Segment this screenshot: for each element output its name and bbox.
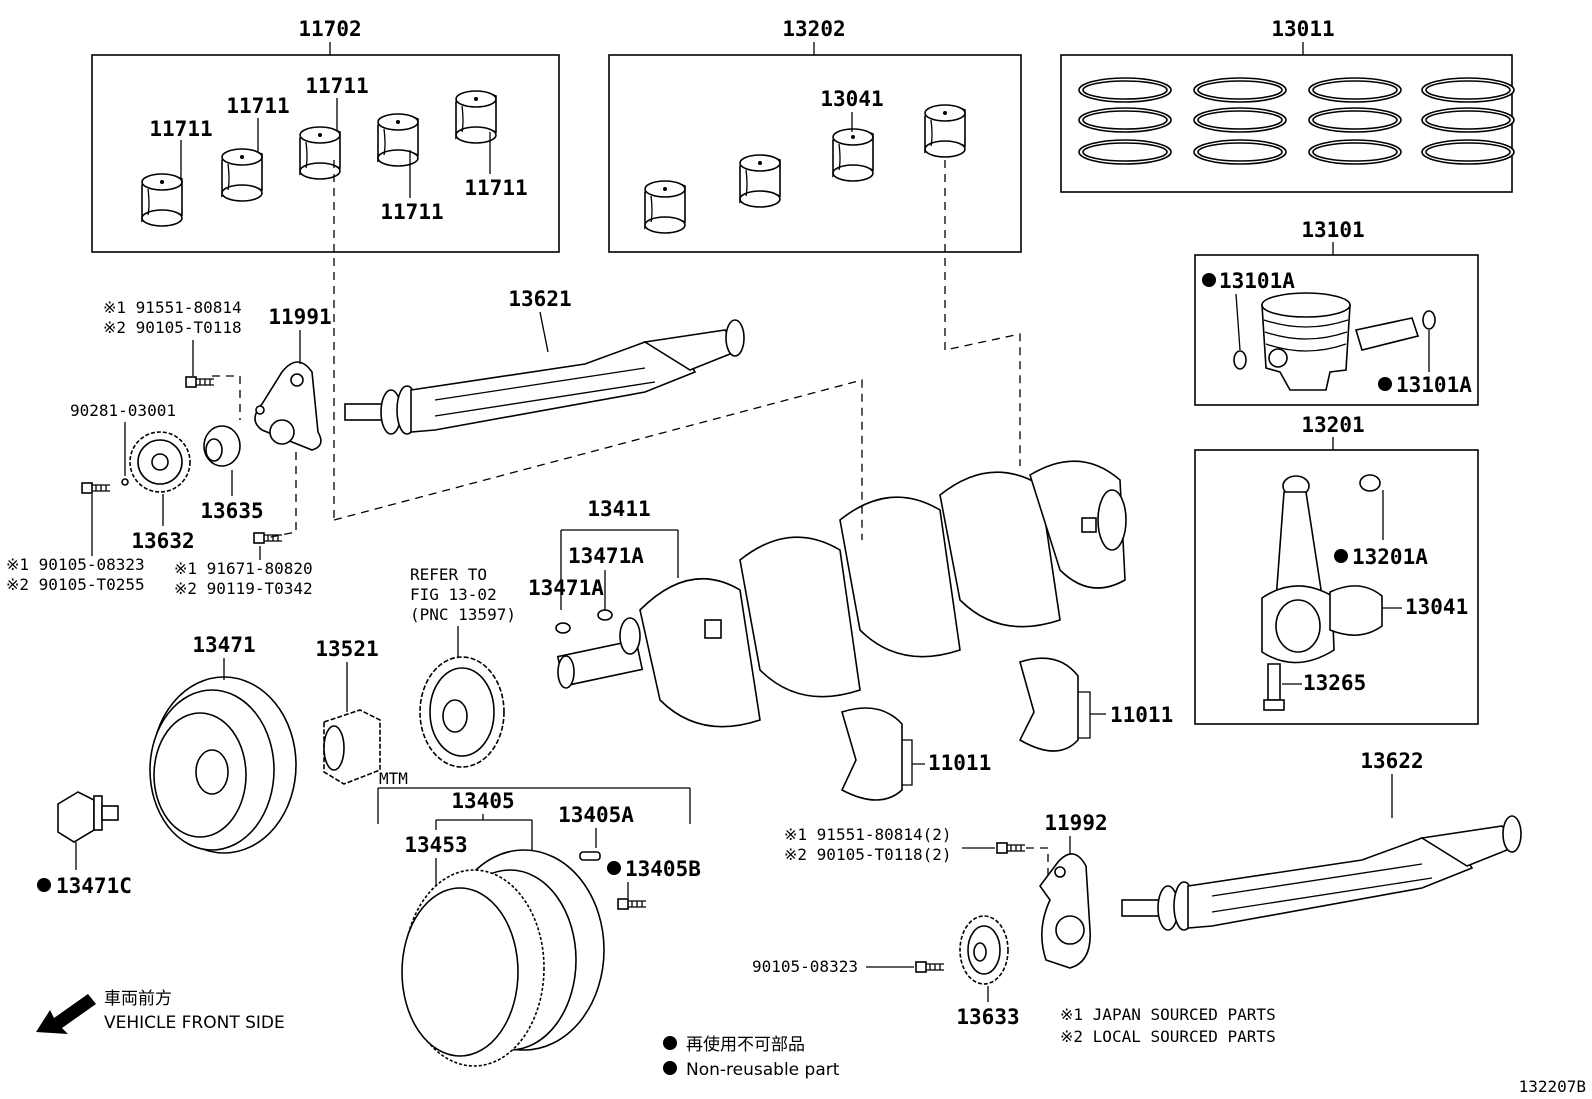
figure-id: 132207B — [1519, 1077, 1586, 1096]
key-icon — [597, 609, 613, 621]
nonreuse-dot — [1202, 273, 1216, 287]
part-label-13405b: 13405B — [625, 857, 701, 881]
nonreuse-dot — [663, 1036, 677, 1050]
piston-sub-box — [1194, 254, 1479, 406]
part-label-11711-c: 11711 — [305, 74, 368, 98]
bolt-note-plate2-local: ※2 90105-T0118(2) — [784, 845, 952, 864]
pulley-bolt-icon — [57, 791, 119, 843]
group-label-13411: 13411 — [587, 497, 650, 521]
bolt-note-plate1-local: ※2 90105-T0118 — [103, 318, 242, 337]
part-label-11711-d: 11711 — [380, 200, 443, 224]
group-label-13405: 13405 — [451, 789, 514, 813]
nonreuse-legend-jp: 再使用不可部品 — [686, 1034, 805, 1055]
connecting-rod-icon — [1261, 474, 1383, 711]
refer-note-line-1: REFER TO — [410, 565, 487, 584]
part-label-13041-side: 13041 — [1405, 595, 1468, 619]
gear-icon — [959, 915, 1009, 985]
group-label-mtm: MTM — [379, 769, 408, 788]
cover-plate-icon — [254, 361, 322, 451]
part-label-13621: 13621 — [508, 287, 571, 311]
bearing-upper-set-box — [91, 54, 560, 253]
part-label-13471c: 13471C — [56, 874, 132, 898]
part-label-11011-2: 11011 — [1110, 703, 1173, 727]
group-label-13201: 13201 — [1301, 413, 1364, 437]
refer-note-line-3: (PNC 13597) — [410, 605, 516, 624]
gear-icon — [129, 431, 191, 493]
sprocket-icon — [419, 656, 505, 768]
part-label-11711-b: 11711 — [226, 94, 289, 118]
part-label-90105-08323: 90105-08323 — [752, 957, 858, 976]
piston-icon — [1233, 292, 1436, 391]
balance-shaft-icon — [1121, 815, 1522, 931]
bolt-note-gear1-local: ※2 90105-T0255 — [6, 575, 145, 594]
flywheel-ring-gear-icon — [401, 849, 605, 1067]
part-label-13521: 13521 — [315, 637, 378, 661]
thrust-washer-icon — [840, 657, 1079, 801]
nonreuse-dot — [1334, 549, 1348, 563]
bolt-note-plate1-jp: ※1 91551-80814 — [103, 298, 242, 317]
direction-label-jp: 車両前方 — [104, 989, 172, 1009]
part-label-90281-03001: 90281-03001 — [70, 401, 176, 420]
bolt-note-plate2-jp: ※1 91551-80814(2) — [784, 825, 952, 844]
part-label-11011-1: 11011 — [928, 751, 991, 775]
part-label-11711-a: 11711 — [149, 117, 212, 141]
rod-sub-box — [1194, 449, 1479, 725]
part-label-13622: 13622 — [1360, 749, 1423, 773]
part-label-11991: 11991 — [268, 305, 331, 329]
part-label-13471a-2: 13471A — [528, 576, 604, 600]
part-label-13201a: 13201A — [1352, 545, 1428, 569]
part-label-13635: 13635 — [200, 499, 263, 523]
crankshaft-icon — [556, 460, 1127, 728]
part-label-13265: 13265 — [1303, 671, 1366, 695]
nonreuse-legend-en: Non-reusable part — [686, 1060, 840, 1080]
part-label-13101a-2: 13101A — [1396, 373, 1472, 397]
bearing-shell-icon — [644, 104, 966, 234]
part-label-13632: 13632 — [131, 529, 194, 553]
pin-icon — [579, 851, 601, 861]
group-label-13202: 13202 — [782, 17, 845, 41]
washer-icon — [203, 425, 241, 467]
nonreuse-dot — [1378, 377, 1392, 391]
part-label-13101a-1: 13101A — [1219, 269, 1295, 293]
source-legend-jp: ※1 JAPAN SOURCED PARTS — [1060, 1005, 1276, 1024]
bolt-note-gear1-jp: ※1 90105-08323 — [6, 555, 145, 574]
part-label-13471a-1: 13471A — [568, 544, 644, 568]
group-label-13011: 13011 — [1271, 17, 1334, 41]
direction-label-en: VEHICLE FRONT SIDE — [104, 1013, 285, 1033]
source-legend-local: ※2 LOCAL SOURCED PARTS — [1060, 1027, 1276, 1046]
front-direction-arrow-icon — [36, 994, 96, 1034]
part-label-11992: 11992 — [1044, 811, 1107, 835]
group-label-11702: 11702 — [298, 17, 361, 41]
bearing-lower-set-box — [608, 54, 1022, 253]
bolt-note-plate1-lower-jp: ※1 91671-80820 — [174, 559, 313, 578]
part-label-13633: 13633 — [956, 1005, 1019, 1029]
nonreuse-dot — [607, 861, 621, 875]
piston-ring-icon — [1078, 77, 1515, 165]
part-label-13471: 13471 — [192, 633, 255, 657]
part-label-13405a: 13405A — [558, 803, 634, 827]
crank-sprocket-icon — [323, 709, 381, 785]
key-icon — [555, 622, 571, 634]
group-label-13101: 13101 — [1301, 218, 1364, 242]
part-label-13453: 13453 — [404, 833, 467, 857]
cover-plate-icon — [1039, 853, 1091, 969]
refer-note-line-2: FIG 13-02 — [410, 585, 497, 604]
bolt-note-plate1-lower-local: ※2 90119-T0342 — [174, 579, 313, 598]
part-label-11711-e: 11711 — [464, 176, 527, 200]
nonreuse-dot — [663, 1061, 677, 1075]
nonreuse-dot — [37, 878, 51, 892]
part-label-13041-top: 13041 — [820, 87, 883, 111]
crank-pulley-icon — [149, 676, 297, 854]
